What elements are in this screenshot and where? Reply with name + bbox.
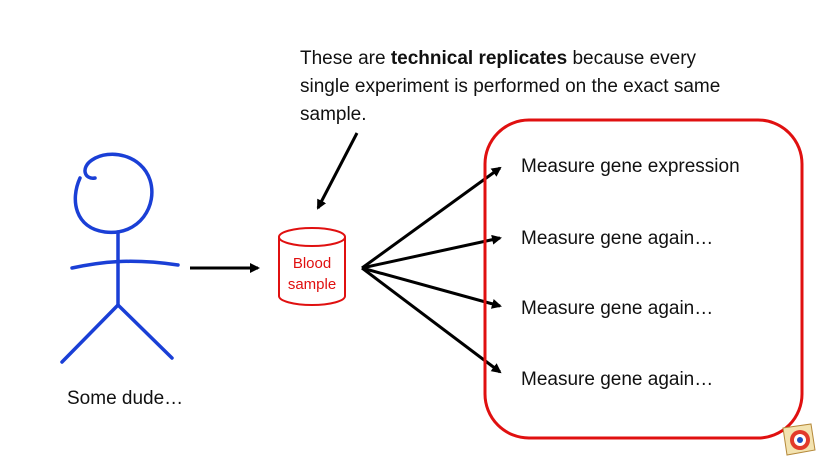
sample-label-line1: Blood <box>292 255 332 272</box>
sample-label-line2: sample <box>287 276 337 293</box>
callout-text: These are technical replicates because e… <box>300 45 740 129</box>
callout-text-before: These are <box>300 48 391 69</box>
person-label: Some dude… <box>67 388 184 409</box>
blood-sample-cylinder <box>278 227 346 306</box>
measurement-item-3: Measure gene again… <box>521 298 714 319</box>
callout-bold-term: technical replicates <box>390 48 568 69</box>
arrow-callout-to-sample <box>316 132 359 210</box>
stick-figure-icon <box>60 152 180 364</box>
sample-label: Blood sample <box>272 253 352 295</box>
measurement-item-4: Measure gene again… <box>521 369 714 390</box>
statquest-logo-icon <box>782 423 816 456</box>
arrow-to-measure-3 <box>361 266 502 309</box>
measurement-item-1: Measure gene expression <box>521 156 740 177</box>
arrow-to-measure-4 <box>361 266 502 374</box>
measurement-item-2: Measure gene again… <box>521 228 714 249</box>
callout-text-after: because every single experiment is perfo… <box>300 48 721 125</box>
arrow-to-measure-1 <box>361 166 502 270</box>
fan-arrows <box>361 166 502 374</box>
measurements-box <box>483 118 804 440</box>
arrow-to-measure-2 <box>361 234 502 270</box>
